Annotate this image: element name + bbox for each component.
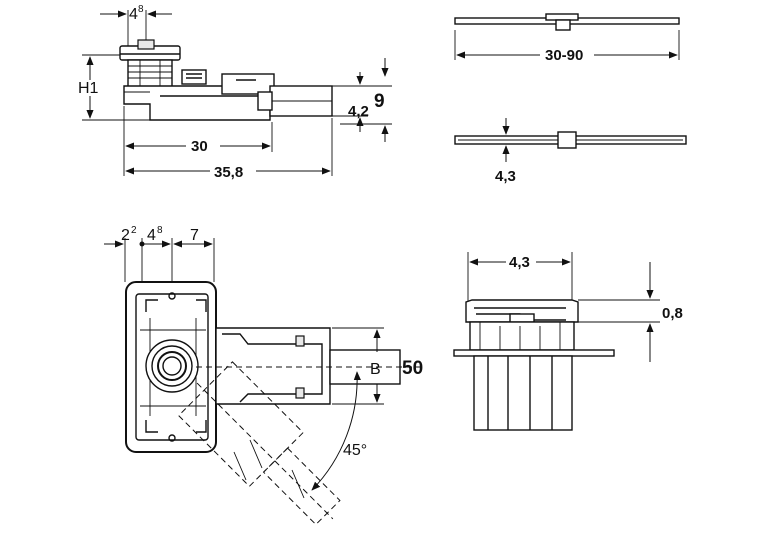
drain-ring-inner — [157, 351, 187, 381]
dim-label-2-sup: 2 — [131, 225, 137, 236]
dim-label-4-2: 4,2 — [348, 103, 369, 120]
screw-hole-top — [168, 292, 176, 300]
angled-outlet — [177, 361, 341, 526]
dim-label-h1: H1 — [78, 80, 99, 97]
grate-knob — [137, 39, 155, 50]
flange — [181, 69, 207, 85]
dim-label-4-sup: 8 — [157, 225, 163, 236]
dim-label-45: 45° — [343, 442, 367, 459]
dim-label-9: 9 — [374, 91, 385, 112]
dim-label-b: B — [370, 361, 381, 378]
front-upper-body — [469, 321, 575, 351]
drain-ring-mid — [151, 345, 193, 387]
front-flange — [453, 349, 615, 357]
front-cover-handle — [509, 313, 535, 323]
angle-arc — [311, 371, 361, 491]
drain-body — [127, 59, 173, 89]
flange-hatch — [186, 73, 202, 79]
dim-label-30: 30 — [191, 138, 208, 155]
channel-section-view: 4,3 — [454, 118, 687, 185]
outlet-housing — [215, 327, 331, 405]
dim-label-top-4: 4 — [129, 6, 138, 23]
channel-section-outlet — [557, 131, 577, 149]
angled-housing — [177, 361, 304, 488]
dim-label-channel-4-3: 4,3 — [495, 168, 516, 185]
dim-label-30-90: 30-90 — [545, 47, 583, 64]
plan-view: 2 2 4 8 7 — [104, 225, 423, 526]
channel-outlet-top — [545, 13, 579, 21]
plate-ribs — [140, 318, 206, 416]
front-view: 4,3 0,8 — [453, 252, 683, 431]
housing-top — [221, 73, 275, 95]
outlet-clip — [295, 335, 305, 347]
dim-label-front-4-3: 4,3 — [509, 254, 530, 271]
front-lower-ribs — [487, 356, 553, 430]
channel-outlet-neck — [555, 19, 571, 31]
drain-center — [162, 356, 182, 376]
dim-label-50: 50 — [402, 358, 423, 379]
dim-label-top-sup: 8 — [138, 4, 144, 15]
dim-label-7: 7 — [190, 227, 199, 244]
front-lower-body — [473, 355, 573, 431]
front-cover — [465, 299, 579, 323]
plate-corner-marks — [145, 299, 207, 433]
dim-label-35-8: 35,8 — [214, 164, 243, 181]
side-view: 4 8 H1 9 — [78, 4, 392, 181]
angled-spigot — [262, 447, 341, 526]
outlet-housing-inner — [222, 333, 323, 403]
screw-hole-bottom — [168, 434, 176, 442]
angled-centerline — [196, 382, 334, 520]
dim-label-0-8: 0,8 — [662, 305, 683, 322]
channel-top-view: 30-90 — [454, 13, 680, 64]
pipe-socket — [257, 91, 273, 111]
dim-label-4: 4 — [147, 227, 156, 244]
angled-detail — [233, 439, 305, 499]
front-ribs — [479, 322, 561, 350]
dim-label-2: 2 — [121, 227, 130, 244]
outlet-clip — [295, 387, 305, 399]
drain-ring-outer — [145, 339, 199, 393]
